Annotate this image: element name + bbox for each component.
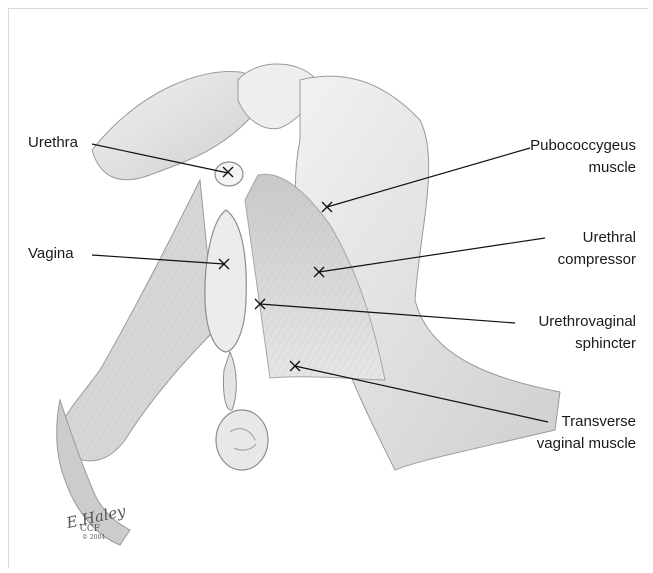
label-pubococcygeus-2: muscle [588, 158, 636, 178]
label-urethra: Urethra [28, 133, 78, 153]
label-urethral-compressor-1: Urethral [583, 228, 636, 248]
label-urethrovaginal-2: sphincter [575, 334, 636, 354]
artist-signature: E.Haley CCF © 2004 [66, 508, 126, 541]
label-transverse-2: vaginal muscle [537, 434, 636, 454]
urethra-shape [215, 162, 243, 186]
label-urethral-compressor-2: compressor [558, 250, 636, 270]
label-vagina: Vagina [28, 244, 74, 264]
signature-year: © 2004 [82, 534, 126, 541]
anus-shape [216, 410, 268, 470]
label-transverse-1: Transverse [562, 412, 636, 432]
vaginal-stalk [223, 352, 236, 410]
label-urethrovaginal-1: Urethrovaginal [538, 312, 636, 332]
vagina-shape [205, 210, 246, 352]
left-ramus-fibers [57, 180, 215, 461]
label-pubococcygeus-1: Pubococcygeus [530, 136, 636, 156]
